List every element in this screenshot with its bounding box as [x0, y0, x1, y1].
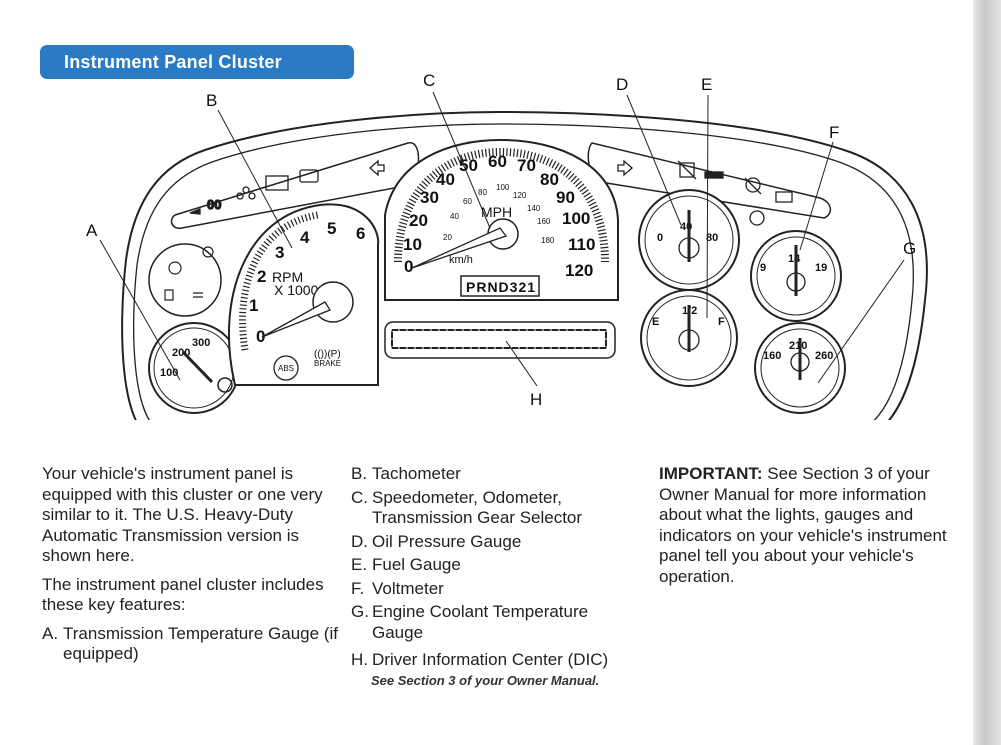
tach-unit-x1000: X 1000 — [274, 282, 319, 298]
right-telltale-strip — [587, 142, 832, 219]
kmh-160: 160 — [537, 217, 551, 226]
volt-label-9: 9 — [760, 262, 766, 274]
right-telltale-icons — [617, 159, 793, 226]
speedo-50: 50 — [459, 156, 478, 175]
list-item-h: H. Driver Information Center (DIC) — [351, 650, 609, 669]
callout-b: B — [206, 91, 217, 110]
kmh-120: 120 — [513, 191, 527, 200]
kmh-label: km/h — [449, 254, 473, 266]
oil-label-80: 80 — [706, 232, 718, 244]
tach-5: 5 — [327, 219, 336, 238]
speedo-70: 70 — [517, 156, 536, 175]
tachometer-housing — [227, 203, 380, 386]
kmh-180: 180 — [541, 236, 555, 245]
intro-paragraph: Your vehicle's instrument panel is equip… — [42, 464, 323, 565]
list-item-c: C. Speedometer, Odometer, Transmission G… — [351, 487, 583, 528]
oil-label-0: 0 — [657, 232, 663, 244]
speedo-20: 20 — [409, 211, 428, 230]
tach-3: 3 — [275, 243, 284, 262]
speedo-30: 30 — [420, 188, 439, 207]
coolant-label-160: 160 — [763, 350, 781, 362]
speedo-120: 120 — [565, 261, 593, 280]
instrument-cluster-diagram: 00 100 200 300 0 1 2 3 4 5 6 RPM X 1000 — [86, 71, 928, 420]
kmh-100: 100 — [496, 183, 510, 192]
coolant-label-260: 260 — [815, 350, 833, 362]
speedo-110: 110 — [568, 235, 595, 254]
speedo-needle — [411, 227, 508, 269]
list-item-g: G. Engine Coolant Temperature Gauge — [351, 602, 589, 642]
kmh-20: 20 — [443, 233, 452, 242]
tach-needle — [261, 301, 331, 338]
kmh-60: 60 — [463, 197, 472, 206]
callout-leaders — [99, 91, 905, 387]
kmh-80: 80 — [478, 188, 487, 197]
left-telltale-icons: 00 — [189, 159, 385, 215]
cluster-housing-outer — [121, 110, 928, 420]
gear-selector-box — [460, 275, 540, 297]
tach-1: 1 — [249, 296, 258, 315]
important-paragraph: IMPORTANT: See Section 3 of your Owner M… — [659, 464, 949, 587]
svg-text:00: 00 — [207, 197, 221, 212]
list-item-f: F. Voltmeter — [351, 578, 444, 598]
mph-label: MPH — [481, 204, 512, 220]
callout-f: F — [829, 123, 839, 142]
speedo-40: 40 — [436, 170, 455, 189]
tach-2: 2 — [257, 267, 266, 286]
trans-temp-label-300: 300 — [192, 337, 210, 349]
trans-temp-icon — [217, 377, 233, 393]
abs-label: ABS — [278, 364, 294, 373]
page-edge — [973, 0, 1001, 745]
tach-hub — [312, 281, 354, 323]
callout-e: E — [701, 75, 712, 94]
gear-selector: PRND321 — [466, 279, 536, 295]
abs-telltale — [273, 355, 299, 381]
speedo-80: 80 — [540, 170, 559, 189]
tach-6: 6 — [356, 224, 365, 243]
fuel-label-e: E — [652, 316, 659, 328]
important-label: IMPORTANT: — [659, 464, 763, 483]
list-item-d: D. Oil Pressure Gauge — [351, 531, 522, 551]
tach-0: 0 — [256, 327, 265, 346]
speedo-0: 0 — [404, 257, 413, 276]
list-item-e: E. Fuel Gauge — [351, 555, 461, 574]
tach-4: 4 — [300, 228, 310, 247]
speedo-60: 60 — [488, 152, 507, 171]
section-title-tab: Instrument Panel Cluster — [40, 45, 354, 79]
speedo-100: 100 — [562, 209, 590, 228]
fuel-label-f: F — [718, 316, 725, 328]
trans-temp-needle — [181, 350, 214, 384]
see-section-note: See Section 3 of your Owner Manual. — [371, 672, 600, 688]
callout-d: D — [616, 75, 628, 94]
volt-label-19: 19 — [815, 262, 827, 274]
speedo-ticks — [394, 147, 609, 263]
list-item-a: A. Transmission Temperature Gauge (if eq… — [42, 623, 338, 664]
cluster-housing-inner — [132, 123, 914, 420]
brake-label: BRAKE — [314, 359, 341, 368]
kmh-140: 140 — [527, 204, 541, 213]
coolant-label-210: 210 — [789, 340, 807, 352]
tach-unit-rpm: RPM — [272, 269, 303, 285]
dic-display — [391, 329, 607, 349]
icon-pod-symbols — [164, 246, 214, 301]
callout-g: G — [903, 239, 916, 258]
callout-h: H — [530, 390, 542, 409]
text-column-right: IMPORTANT: See Section 3 of your Owner M… — [659, 464, 949, 587]
text-column-left: Your vehicle's instrument panel is equip… — [42, 464, 342, 665]
list-item-b: B. Tachometer — [351, 464, 461, 483]
icon-pod — [148, 243, 222, 317]
brake-icon: (())(P) — [314, 349, 341, 360]
important-text: See Section 3 of your Owner Manual for m… — [659, 464, 947, 586]
speedo-90: 90 — [556, 188, 575, 207]
callout-c: C — [423, 71, 435, 90]
kmh-40: 40 — [450, 212, 459, 221]
text-column-middle: B. Tachometer C. Speedometer, Odometer, … — [351, 464, 641, 691]
speedo-10: 10 — [403, 235, 422, 254]
callout-a: A — [86, 221, 98, 240]
features-intro: The instrument panel cluster includes th… — [42, 574, 324, 615]
